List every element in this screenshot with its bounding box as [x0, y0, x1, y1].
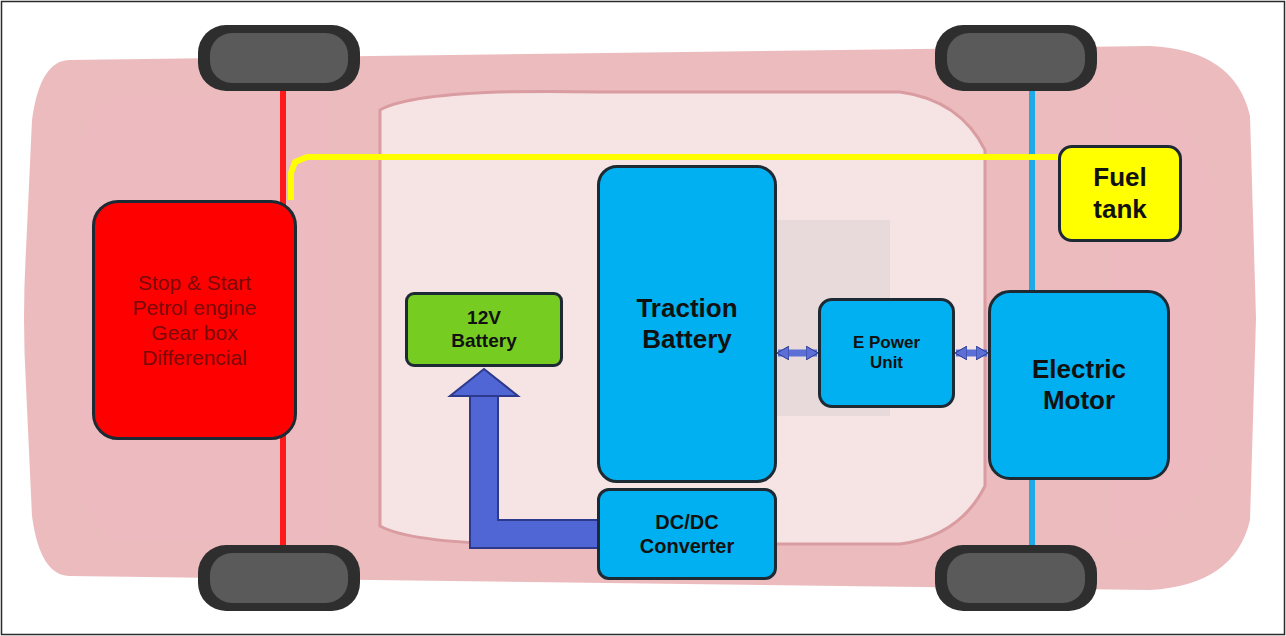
node-label: Traction Battery — [614, 293, 760, 355]
car-body — [24, 46, 1256, 590]
arrow-shaft — [484, 395, 597, 534]
power-unit-box: E Power Unit — [818, 298, 955, 408]
engine-box: Stop & Start Petrol engine Gear box Diff… — [92, 200, 297, 440]
node-label: E Power Unit — [839, 333, 934, 374]
node-label: Electric Motor — [1003, 354, 1155, 416]
wheel — [935, 545, 1097, 611]
wheel — [935, 25, 1097, 91]
connector — [450, 369, 597, 534]
wheel — [198, 545, 360, 611]
power-link — [956, 350, 987, 357]
connector — [778, 353, 817, 354]
arrow-head — [450, 369, 518, 396]
motor-box: Electric Motor — [988, 290, 1170, 480]
arrow-shaft-outline — [484, 395, 597, 534]
car-hood — [75, 95, 330, 541]
converter-box: DC/DC Converter — [597, 488, 777, 580]
battery-box: 12V Battery — [405, 292, 563, 367]
power-link — [778, 350, 817, 357]
wheel — [198, 25, 360, 91]
battery-box: Traction Battery — [597, 165, 777, 483]
node-label: Stop & Start Petrol engine Gear box Diff… — [111, 270, 278, 371]
tank-box: Fuel tank — [1058, 145, 1182, 242]
node-label: 12V Battery — [438, 307, 530, 353]
connector — [956, 353, 987, 354]
node-label: Fuel tank — [1069, 162, 1171, 224]
node-label: DC/DC Converter — [628, 510, 746, 558]
